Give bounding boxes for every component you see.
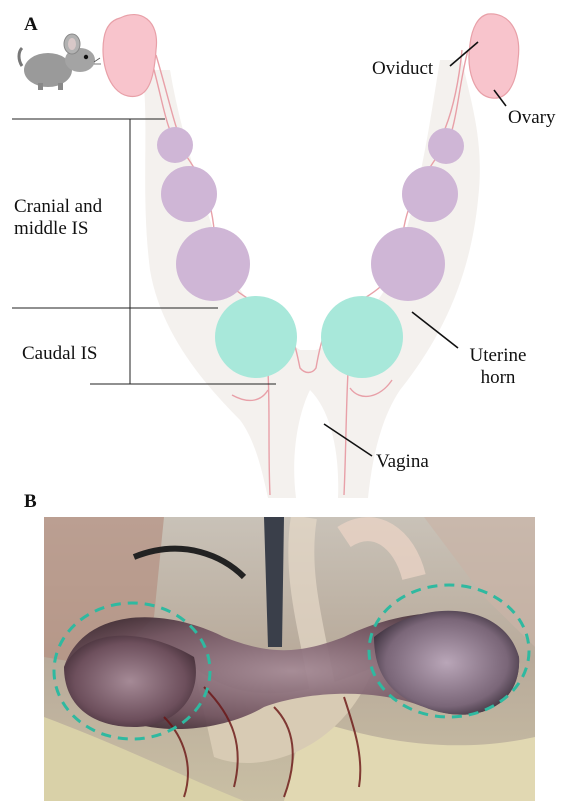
ovary-label: Ovary: [508, 107, 555, 129]
panel-label-b: B: [24, 491, 37, 513]
uterine-horn-label: Uterine horn: [460, 345, 536, 389]
dissection-photo: [44, 517, 535, 801]
reproductive-tract-diagram: [0, 0, 567, 500]
oviduct-label: Oviduct: [372, 58, 433, 80]
cranial-middle-implantation-sites: [157, 127, 464, 301]
chinchilla-icon: [19, 34, 101, 90]
right-ovary-icon: [469, 14, 519, 98]
left-ovary-icon: [103, 15, 157, 97]
caudal-label: Caudal IS: [22, 343, 97, 365]
cranial-middle-label: Cranial and middle IS: [14, 196, 132, 240]
vagina-label: Vagina: [376, 451, 429, 473]
